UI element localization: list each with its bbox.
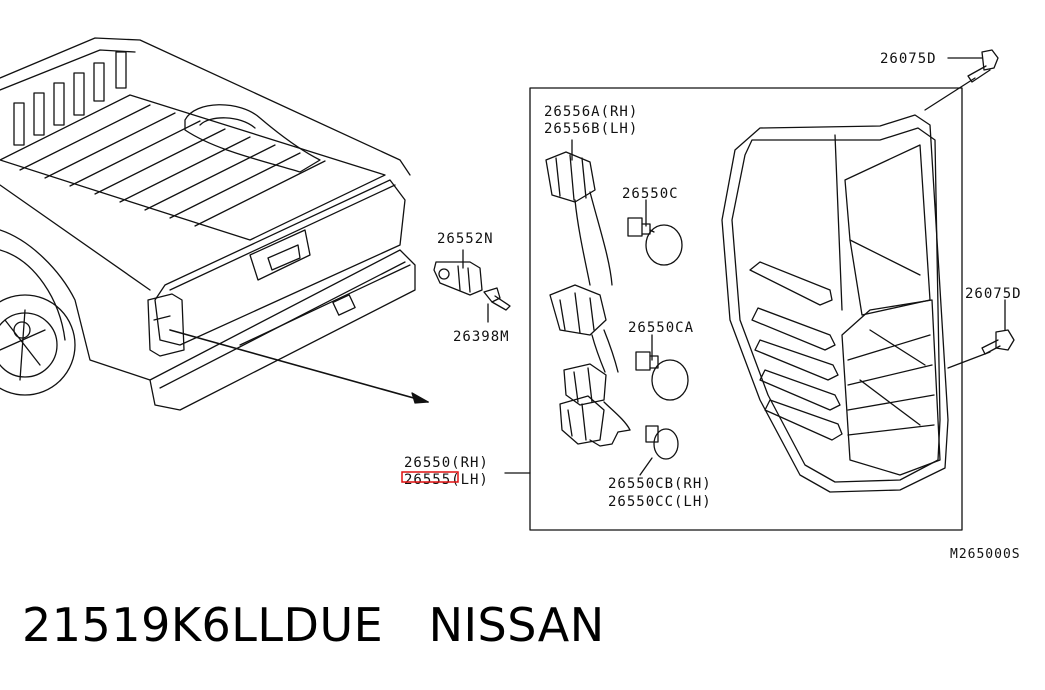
brand-name: NISSAN: [428, 598, 605, 652]
highlight-box: [401, 471, 459, 483]
label-socket-b: 26556B(LH): [544, 121, 638, 137]
label-bolt-right: 26075D: [965, 286, 1022, 302]
socket-harness: [545, 139, 631, 447]
bolt-right: [947, 299, 1015, 369]
part-labels: 26075D 26075D 26556A(RH) 26556B(LH) 2655…: [401, 51, 1022, 562]
label-bulb-c: 26550C: [622, 186, 679, 202]
bracket-part: [433, 249, 483, 296]
bulb-26550cb: [639, 425, 679, 476]
clip-part: [483, 287, 511, 323]
callout-arrow: [169, 329, 429, 403]
label-lamp-lh: 26555(LH): [404, 472, 489, 488]
bulb-26550c: [627, 199, 683, 266]
part-number: 21519K6LLDUE: [22, 598, 384, 652]
reference-code: M265000S: [950, 547, 1021, 562]
bolt-top: [924, 49, 999, 111]
tail-lamp-assembly: [721, 114, 949, 493]
label-lamp-rh: 26550(RH): [404, 455, 489, 471]
label-socket-a: 26556A(RH): [544, 104, 638, 120]
label-bulb-ca: 26550CA: [628, 320, 694, 336]
label-bulb-cc: 26550CC(LH): [608, 494, 712, 510]
label-bracket: 26552N: [437, 231, 494, 247]
lamp-detail-frame: [529, 87, 963, 531]
label-bolt-top: 26075D: [880, 51, 937, 67]
truck-rear-illustration: [0, 37, 416, 411]
bulb-26550ca: [635, 334, 689, 401]
label-clip: 26398M: [453, 329, 510, 345]
caption: 21519K6LLDUE NISSAN: [22, 598, 605, 652]
label-bulb-cb: 26550CB(RH): [608, 476, 712, 492]
